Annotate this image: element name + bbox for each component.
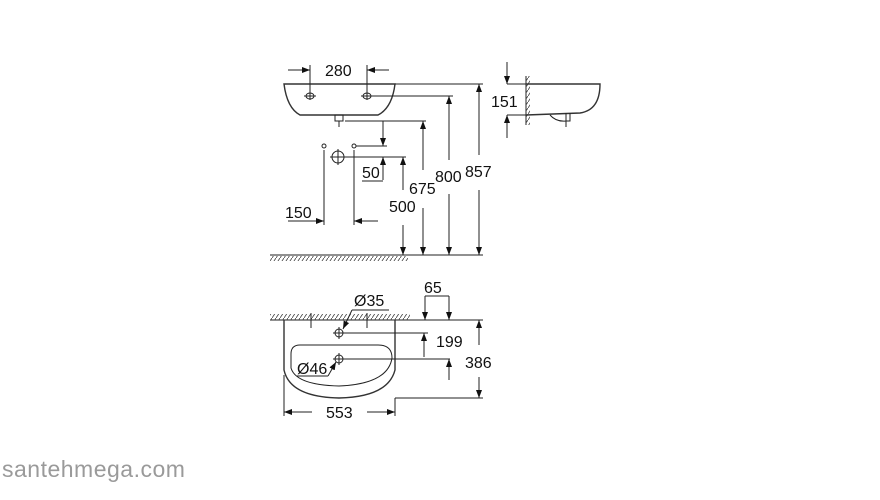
basin-side [525,83,601,116]
basin-plan [283,320,396,399]
mounting-point-icon [321,143,327,149]
dim-800: 800 [435,169,462,186]
watermark: santehmega.com [2,456,186,482]
dim-553: 553 [326,405,353,422]
front-elevation: 280 150 50 500 675 800 [270,63,492,261]
dim-386: 386 [465,355,492,372]
dim-675: 675 [409,181,436,198]
waste-outlet [334,114,344,122]
side-elevation: 151 [491,62,601,138]
dim-50: 50 [362,165,380,182]
tap-hole-icons [304,92,373,100]
dim-500: 500 [389,199,416,216]
mounting-point-icon [351,143,357,149]
dim-151: 151 [491,94,518,111]
dim-150: 150 [285,205,312,222]
dim-857: 857 [465,164,492,181]
dim-280: 280 [325,63,352,80]
dim-199: 199 [436,334,463,351]
floor-hatch [270,256,408,261]
basin-front [283,83,396,116]
dim-65: 65 [424,280,442,297]
dim-diameter-35: Ø35 [354,293,384,310]
bowl-outline [290,344,393,387]
plan-view: Ø35 Ø46 65 199 386 553 [270,280,492,422]
dim-diameter-46: Ø46 [297,361,327,378]
